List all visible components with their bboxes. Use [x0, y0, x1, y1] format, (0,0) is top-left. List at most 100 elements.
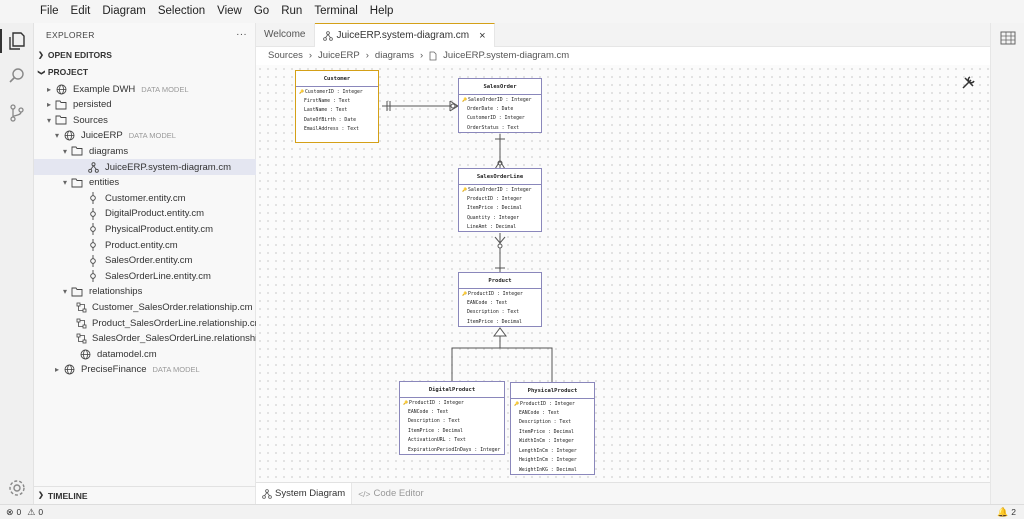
explorer-icon[interactable] [7, 31, 27, 51]
menu-bar: File Edit Diagram Selection View Go Run … [0, 0, 1024, 23]
tab-welcome-label: Welcome [264, 23, 306, 47]
gear-icon[interactable] [7, 478, 27, 498]
entity-icon [86, 255, 100, 267]
tree-item[interactable]: SalesOrder.entity.cm [34, 253, 256, 269]
error-icon[interactable]: ⊗ [6, 507, 14, 518]
editor-area: Welcome JuiceERP.system-diagram.cm × Sou… [256, 23, 990, 504]
tree-item[interactable]: PhysicalProduct.entity.cm [34, 221, 256, 237]
entity-digitalproduct[interactable]: DigitalProduct ProductID : Integer EANCo… [399, 381, 505, 455]
entity-attribute: ProductID : Integer [400, 398, 504, 408]
menu-edit[interactable]: Edit [65, 0, 97, 23]
tree-item[interactable]: Customer_SalesOrder.relationship.cm [34, 299, 256, 315]
edge-digitalproduct-product[interactable] [452, 336, 500, 383]
edge-physicalproduct-product[interactable] [500, 348, 552, 383]
search-icon[interactable] [7, 66, 27, 86]
tree-item[interactable]: ▾relationships [34, 284, 256, 300]
tree-item[interactable]: ▸PreciseFinanceDATA MODEL [34, 362, 256, 378]
tree-item[interactable]: Customer.entity.cm [34, 190, 256, 206]
timeline-section[interactable]: ❯TIMELINE [34, 486, 256, 504]
tree-item[interactable]: ▸Example DWHDATA MODEL [34, 81, 256, 97]
inheritance-arrow-icon [494, 328, 506, 336]
chevron-right-icon: › [309, 47, 312, 65]
data-model-icon [54, 83, 68, 95]
menu-diagram[interactable]: Diagram [96, 0, 151, 23]
entity-salesorderline[interactable]: SalesOrderLine SalesOrderID : Integer Pr… [458, 168, 542, 232]
chevron-down-icon[interactable]: ▾ [60, 178, 70, 187]
table-view-icon[interactable] [1000, 31, 1016, 45]
close-icon[interactable]: × [479, 24, 485, 48]
breadcrumb-diagrams[interactable]: diagrams [375, 47, 414, 65]
tab-system-diagram[interactable]: System Diagram [256, 483, 352, 505]
tree-item[interactable]: ▾JuiceERPDATA MODEL [34, 128, 256, 144]
entity-physicalproduct[interactable]: PhysicalProduct ProductID : Integer EANC… [510, 382, 595, 475]
folder-icon [70, 177, 84, 189]
breadcrumb-sources[interactable]: Sources [268, 47, 303, 65]
tree-item[interactable]: datamodel.cm [34, 346, 256, 362]
chevron-down-icon[interactable]: ▾ [52, 131, 62, 140]
tree-item[interactable]: ▾Sources [34, 112, 256, 128]
chevron-down-icon[interactable]: ▾ [44, 116, 54, 125]
source-control-icon[interactable] [7, 103, 27, 123]
warning-count[interactable]: 0 [38, 507, 43, 517]
warning-icon[interactable]: ⚠ [27, 507, 35, 518]
project-section[interactable]: ❯PROJECT [34, 64, 255, 81]
breadcrumb-juiceerp[interactable]: JuiceERP [318, 47, 360, 65]
entity-attribute: ItemPrice : Decimal [511, 428, 594, 438]
tree-item-label: entities [89, 177, 119, 188]
entity-salesorder[interactable]: SalesOrder SalesOrderID : Integer OrderD… [458, 78, 542, 133]
entity-customer[interactable]: Customer CustomerID : Integer FirstName … [295, 70, 379, 143]
entity-attribute: SalesOrderID : Integer [459, 185, 541, 195]
tree-item[interactable]: ▾ entities [34, 175, 256, 191]
tab-welcome[interactable]: Welcome [256, 23, 315, 47]
entity-attribute: ActivationURL : Text [400, 436, 504, 446]
entity-attribute: ItemPrice : Decimal [459, 318, 541, 328]
entity-attribute: Description : Text [511, 418, 594, 428]
tab-code-editor[interactable]: </> Code Editor [352, 483, 429, 505]
tree-item[interactable]: SalesOrderLine.entity.cm [34, 268, 256, 284]
entity-attribute: LineAmt : Decimal [459, 223, 541, 233]
relationship-icon [76, 317, 87, 329]
menu-help[interactable]: Help [364, 0, 400, 23]
folder-icon [70, 145, 84, 157]
menu-selection[interactable]: Selection [152, 0, 211, 23]
menu-file[interactable]: File [34, 0, 65, 23]
open-editors-section[interactable]: ❯OPEN EDITORS [34, 47, 255, 64]
more-actions-button[interactable]: ··· [236, 23, 247, 47]
menu-run[interactable]: Run [275, 0, 308, 23]
error-count[interactable]: 0 [17, 507, 22, 517]
entity-attribute: LastName : Text [296, 106, 378, 116]
tree-item[interactable]: Product.entity.cm [34, 237, 256, 253]
notification-icon[interactable]: 🔔 [997, 507, 1008, 518]
tab-diagram[interactable]: JuiceERP.system-diagram.cm × [315, 23, 495, 47]
breadcrumb: Sources› JuiceERP› diagrams› JuiceERP.sy… [256, 47, 990, 65]
menu-view[interactable]: View [211, 0, 248, 23]
entity-attribute: EmailAddress : Text [296, 125, 378, 135]
entity-attribute: FirstName : Text [296, 97, 378, 107]
optional-marker-icon [498, 244, 502, 248]
tree-item-description: DATA MODEL [152, 365, 199, 374]
breadcrumb-file[interactable]: JuiceERP.system-diagram.cm [443, 47, 569, 65]
entity-icon [86, 208, 100, 220]
editor-tabs: Welcome JuiceERP.system-diagram.cm × [256, 23, 990, 47]
tree-item[interactable]: SalesOrder_SalesOrderLine.relationshi... [34, 331, 256, 347]
tree-item[interactable]: Product_SalesOrderLine.relationship.cm [34, 315, 256, 331]
tree-item[interactable]: JuiceERP.system-diagram.cm [34, 159, 256, 175]
tree-item-label: Customer_SalesOrder.relationship.cm [92, 302, 253, 313]
menu-terminal[interactable]: Terminal [308, 0, 363, 23]
entity-attribute: OrderStatus : Text [459, 124, 541, 134]
tree-item[interactable]: ▸persisted [34, 97, 256, 113]
diagram-canvas[interactable]: Customer CustomerID : Integer FirstName … [256, 65, 990, 482]
chevron-down-icon[interactable]: ▾ [60, 147, 70, 156]
entity-product[interactable]: Product ProductID : Integer EANCode : Te… [458, 272, 542, 327]
tab-system-diagram-label: System Diagram [275, 483, 345, 505]
menu-go[interactable]: Go [248, 0, 275, 23]
chevron-right-icon[interactable]: ▸ [44, 85, 54, 94]
chevron-right-icon[interactable]: ▸ [44, 100, 54, 109]
tree-item[interactable]: ▾diagrams [34, 143, 256, 159]
entity-attribute: WidthInCm : Integer [511, 437, 594, 447]
chevron-right-icon[interactable]: ▸ [52, 365, 62, 374]
chevron-down-icon[interactable]: ▾ [60, 287, 70, 296]
tools-icon[interactable] [960, 75, 976, 91]
tree-item[interactable]: DigitalProduct.entity.cm [34, 206, 256, 222]
notification-count[interactable]: 2 [1011, 507, 1016, 517]
